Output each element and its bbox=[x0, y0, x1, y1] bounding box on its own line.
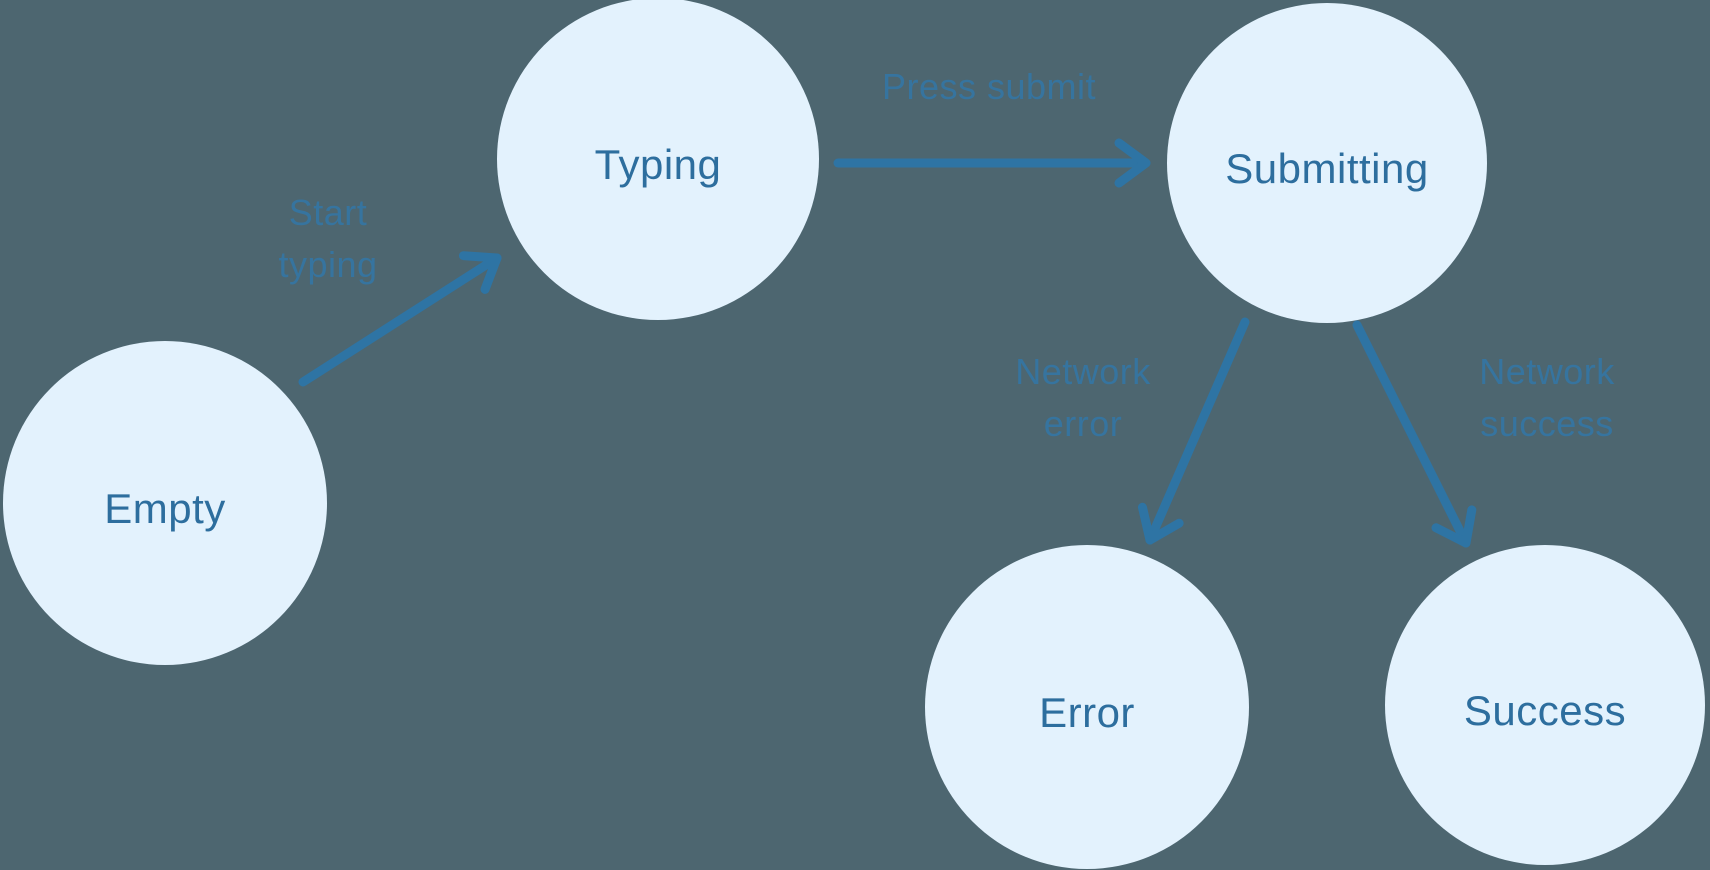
edge-label-network-success: Network success bbox=[1479, 346, 1615, 450]
edge-label-press-submit: Press submit bbox=[882, 61, 1096, 113]
edge-label-line: error bbox=[1043, 403, 1123, 444]
edge-label-line: Start bbox=[288, 192, 368, 233]
node-empty: Empty bbox=[3, 341, 327, 665]
edge-label-line: success bbox=[1480, 403, 1614, 444]
node-error: Error bbox=[925, 545, 1249, 869]
node-error-label: Error bbox=[1039, 689, 1135, 736]
node-success: Success bbox=[1385, 545, 1705, 865]
edge-label-line: typing bbox=[278, 244, 378, 285]
edge-submitting-to-error-arrow bbox=[1137, 317, 1250, 545]
node-empty-label: Empty bbox=[104, 485, 226, 532]
node-submitting-label: Submitting bbox=[1225, 145, 1429, 192]
edge-label-line: Press submit bbox=[881, 66, 1097, 107]
edge-label-line: Network bbox=[1015, 351, 1151, 392]
node-success-label: Success bbox=[1463, 687, 1627, 734]
edge-empty-to-typing-arrow bbox=[298, 251, 502, 387]
node-typing-label: Typing bbox=[594, 141, 722, 188]
edge-label-network-error: Network error bbox=[1015, 346, 1151, 450]
edge-submitting-to-success-arrow bbox=[1352, 320, 1477, 548]
edge-label-line: Network bbox=[1479, 351, 1615, 392]
node-submitting: Submitting bbox=[1167, 3, 1487, 323]
node-typing: Typing bbox=[497, 0, 819, 320]
edge-label-start-typing: Start typing bbox=[278, 187, 377, 291]
